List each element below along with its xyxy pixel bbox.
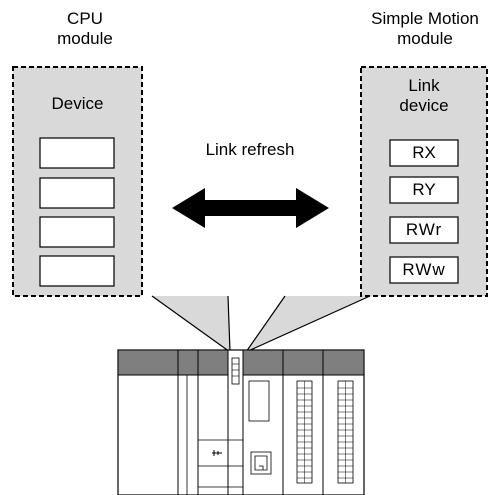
simple-motion-title-line1: Simple Motion — [371, 9, 479, 28]
cpu-title-line2: module — [57, 29, 113, 48]
motion-callout-edge-right — [245, 295, 371, 353]
cpu-device-cell-1 — [39, 137, 115, 169]
register-label-rww: RWw — [402, 260, 446, 279]
motion-display — [248, 380, 270, 422]
plc-unit — [117, 349, 365, 495]
link-device-cell-ry — [389, 176, 459, 204]
register-label-rx: RX — [412, 143, 436, 162]
link-device-label-line2: device — [399, 96, 449, 115]
cpu-device-cell-3 — [39, 216, 115, 248]
simple-motion-title-line2: module — [397, 29, 453, 48]
link-refresh-label: Link refresh — [205, 140, 295, 159]
usb-icon — [212, 450, 222, 456]
cpu-callout-edge-right — [227, 295, 231, 353]
cpu-device-cell-4 — [39, 255, 115, 287]
motion-callout-edge-left — [245, 295, 286, 353]
plc-header-right — [242, 349, 365, 376]
register-label-ry: RY — [412, 180, 436, 199]
link-device-label: Link device — [361, 76, 487, 116]
cpu-led-strip — [231, 357, 240, 385]
link-device-label-line1: Link — [408, 76, 440, 95]
io-connector-lines — [297, 381, 353, 483]
link-refresh-arrow — [172, 188, 329, 228]
ethernet-port-icon — [250, 451, 272, 475]
cpu-device-cell-2 — [39, 177, 115, 209]
cpu-callout-edge-left — [151, 295, 231, 353]
link-device-cell-rww — [389, 256, 459, 284]
cpu-module-title: CPU module — [30, 9, 140, 49]
cpu-title-line1: CPU — [67, 9, 103, 28]
link-device-cell-rx — [389, 139, 459, 167]
register-label-rwr: RWr — [405, 220, 443, 239]
simple-motion-module-title: Simple Motion module — [345, 9, 501, 49]
cpu-device-label: Device — [51, 94, 104, 113]
plc-header-left — [117, 349, 229, 376]
link-device-cell-rwr — [389, 216, 459, 244]
